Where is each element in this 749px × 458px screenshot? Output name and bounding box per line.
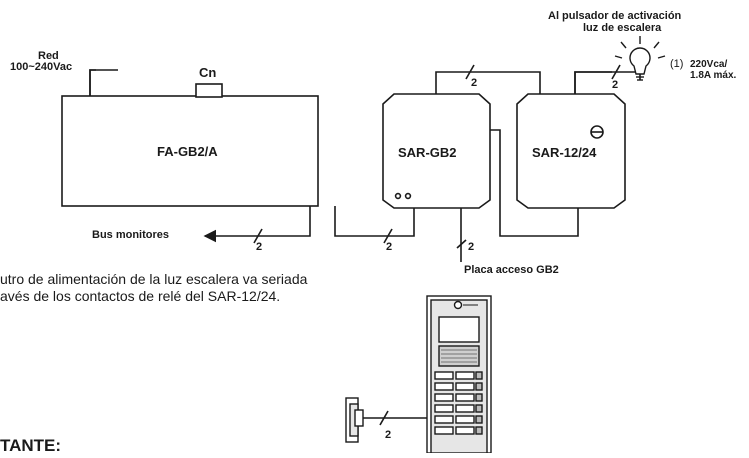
led-1	[394, 192, 402, 200]
note-line1: utro de alimentación de la luz escalera …	[0, 271, 308, 287]
importante-heading: TANTE:	[0, 436, 62, 455]
sar-gb2-box	[382, 93, 491, 209]
cn-label: Cn	[199, 65, 217, 80]
display-window	[438, 316, 480, 343]
tick-bus	[253, 228, 263, 244]
red-wire	[89, 69, 96, 96]
rating-note: (1)	[670, 58, 684, 70]
door-lock-icon	[345, 397, 364, 443]
speaker-grille-icon	[438, 345, 480, 367]
wire-count-placa: 2	[468, 241, 475, 253]
bus-monitores-label: Bus monitores	[92, 229, 170, 241]
red-voltage-label: 100~240Vac	[10, 61, 73, 73]
tick-sar-link	[465, 64, 475, 80]
lamp-wire	[574, 71, 612, 94]
tick-placa	[456, 239, 467, 249]
pulsador-line1: Al pulsador de activación	[548, 10, 682, 22]
sar-link-top-wire	[435, 71, 541, 94]
red-label: Red	[38, 50, 59, 62]
note-line2: avés de los contactos de relé del SAR-12…	[0, 288, 281, 304]
fa-unit-label: FA-GB2/A	[157, 144, 218, 159]
wire-count-bus: 2	[256, 241, 263, 253]
wire-count-lock: 2	[385, 429, 392, 441]
lamp-feed-wire	[574, 71, 641, 94]
lamp-icon	[614, 36, 666, 81]
wire-count-fa-sar: 2	[386, 241, 393, 253]
tick-lock	[379, 410, 389, 426]
wire-count-lamp: 2	[612, 79, 619, 91]
fa-to-sar-wire	[334, 206, 415, 237]
logo-icon	[453, 300, 463, 310]
fa-gb2-box	[61, 95, 319, 207]
bus-monitores-wire	[203, 206, 311, 243]
tick-fa-sar	[383, 228, 393, 244]
placa-acceso-panel	[426, 295, 492, 454]
pulsador-line2: luz de escalera	[583, 22, 662, 34]
sar-1224-label: SAR-12/24	[532, 145, 597, 160]
sar-gb2-label: SAR-GB2	[398, 145, 457, 160]
rating-current: 1.8A máx.	[690, 70, 737, 81]
led-2	[404, 192, 412, 200]
tick-lamp	[611, 64, 621, 80]
cn-connector	[195, 83, 223, 98]
red-power-line	[89, 69, 118, 96]
wire-count-sar-link: 2	[471, 77, 478, 89]
sar-1224-box	[516, 93, 626, 209]
rating-voltage: 220Vca/	[690, 59, 728, 70]
call-buttons	[434, 371, 475, 435]
placa-acceso-label: Placa acceso GB2	[464, 264, 559, 276]
sar-link-bottom-wire	[490, 129, 579, 237]
